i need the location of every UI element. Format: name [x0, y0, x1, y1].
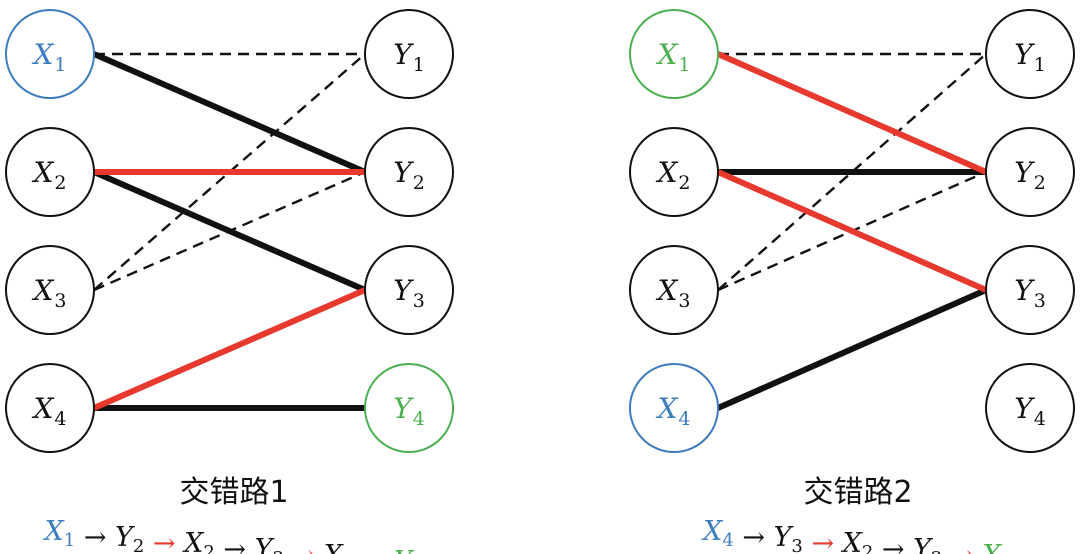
edge-x3-y1-unmatched	[93, 53, 366, 291]
node-label: Y3	[393, 274, 425, 312]
node-label: Y2	[1014, 156, 1046, 194]
node-y2: Y2	[985, 127, 1075, 217]
path-title: 交错路2	[803, 475, 912, 510]
sequence-vertex: X	[701, 516, 724, 547]
node-x2: X2	[5, 127, 95, 217]
sequence-vertex: Y	[255, 534, 275, 554]
node-label: X4	[655, 392, 690, 430]
sequence-arrow: →	[144, 528, 184, 554]
node-y4: Y4	[364, 363, 454, 453]
node-circle	[629, 245, 719, 335]
node-label: Y2	[393, 156, 425, 194]
node-circle	[364, 9, 454, 99]
node-x3: X3	[629, 245, 719, 335]
node-circle	[985, 363, 1075, 453]
node-circle	[364, 245, 454, 335]
node-y1: Y1	[364, 9, 454, 99]
edges	[716, 51, 988, 411]
sequence-vertex: Y	[774, 522, 794, 553]
node-y3: Y3	[364, 245, 454, 335]
node-y2: Y2	[364, 127, 454, 217]
sequence-vertex: X	[322, 540, 345, 554]
node-y1: Y1	[985, 9, 1075, 99]
node-circle	[629, 127, 719, 217]
node-x1: X1	[629, 9, 719, 99]
node-y3: Y3	[985, 245, 1075, 335]
node-x1: X1	[5, 9, 95, 99]
path-sequence: X1 → Y2 → X2 → Y3 → X4 → Y4	[43, 516, 424, 554]
node-circle	[5, 127, 95, 217]
sequence-arrow: →	[75, 522, 115, 553]
node-circle	[364, 127, 454, 217]
sequence-vertex: X	[841, 528, 864, 554]
sequence-arrow: →	[734, 522, 774, 553]
edge-x1-y2-red	[716, 51, 988, 175]
node-x4: X4	[5, 363, 95, 453]
node-label: X1	[31, 38, 66, 76]
sequence-vertex: Y	[115, 522, 135, 553]
node-circle	[629, 363, 719, 453]
sequence-arrow: →	[942, 540, 982, 554]
node-circle	[5, 9, 95, 99]
node-label: X1	[655, 38, 690, 76]
node-label: Y4	[1014, 392, 1046, 430]
edge-x3-y1-unmatched	[717, 53, 987, 291]
sequence-vertex: Y	[394, 546, 414, 554]
node-y4: Y4	[985, 363, 1075, 453]
node-label: X4	[31, 392, 66, 430]
node-label: X2	[31, 156, 66, 194]
node-circle	[364, 363, 454, 453]
edges	[92, 51, 367, 411]
sequence-vertex: X	[182, 528, 205, 554]
node-circle	[985, 127, 1075, 217]
sequence-arrow: →	[354, 546, 394, 554]
node-label: Y3	[1014, 274, 1046, 312]
sequence-vertex: X	[980, 540, 1003, 554]
node-label: Y1	[393, 38, 425, 76]
edge-x2-y3-matched	[92, 169, 367, 293]
sequence-arrow: →	[215, 534, 255, 554]
node-x4: X4	[629, 363, 719, 453]
edge-x4-y3-matched	[716, 287, 988, 411]
sequence-vertex: Y	[913, 534, 933, 554]
edge-x4-y3-red	[92, 287, 367, 411]
path-title: 交错路1	[179, 475, 288, 510]
node-x3: X3	[5, 245, 95, 335]
edge-x2-y3-red	[716, 169, 988, 293]
node-circle	[985, 245, 1075, 335]
node-circle	[629, 9, 719, 99]
sequence-arrow: →	[803, 528, 843, 554]
edge-x1-y2-matched	[92, 51, 367, 175]
node-label: X3	[31, 274, 66, 312]
sequence-vertex: X	[43, 516, 66, 547]
node-label: X3	[655, 274, 690, 312]
sequence-arrow: →	[284, 540, 324, 554]
node-circle	[5, 245, 95, 335]
path-sequence: X4 → Y3 → X2 → Y2 → X1	[701, 516, 1013, 554]
node-label: Y4	[393, 392, 425, 430]
node-label: Y1	[1014, 38, 1046, 76]
node-x2: X2	[629, 127, 719, 217]
node-circle	[985, 9, 1075, 99]
node-label: X2	[655, 156, 690, 194]
sequence-arrow: →	[873, 534, 913, 554]
node-circle	[5, 363, 95, 453]
